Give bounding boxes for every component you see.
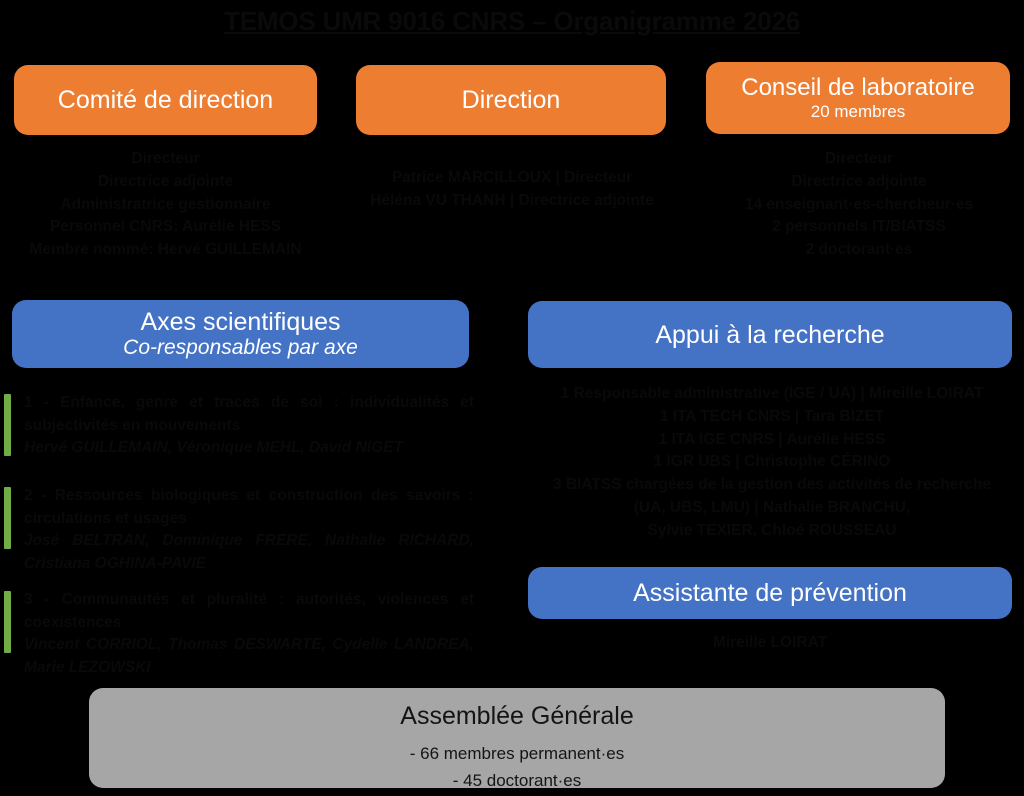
axis-3-accent-bar <box>4 591 11 653</box>
comite-de-direction-label: Comité de direction <box>57 86 274 114</box>
direction-label: Direction <box>461 86 561 114</box>
assistante-de-prevention-details: Mireille LOIRAT <box>528 632 1012 655</box>
comite-line-4: Membre nommé: Hervé GUILLEMAIN <box>29 241 302 259</box>
conseil-de-laboratoire-label: Conseil de laboratoire <box>741 74 975 102</box>
conseil-de-laboratoire-members: 20 membres <box>810 101 906 121</box>
appui-a-la-recherche-details: 1 Responsable administrative (IGE / UA) … <box>520 383 1024 542</box>
axes-scientifiques-label: Axes scientifiques <box>140 308 341 337</box>
page-title: TEMOS UMR 9016 CNRS – Organigramme 2026 <box>224 6 800 36</box>
comite-line-1: Directrice adjointe <box>97 172 234 190</box>
axis-3-names: Vincent CORRIOL, Thomas DESWARTE, Cydell… <box>24 636 474 676</box>
appui-line-3: 1 IGR UBS | Christophe CÉRINO <box>653 453 891 471</box>
comite-line-3: Personnel CNRS: Aurélie HESS <box>49 218 282 236</box>
direction-line-1: Héléna VU THANH | Directrice adjointe <box>370 191 654 209</box>
appui-line-2: 1 ITA IGE CNRS | Aurélie HESS <box>658 430 886 448</box>
axis-1-names: Hervé GUILLEMAIN, Véronique MEHL, David … <box>24 439 403 457</box>
axis-1-accent-bar <box>4 394 11 456</box>
axis-1-heading: 1 - Enfance, genre et traces de soi : in… <box>24 394 474 434</box>
assemblee-generale-label: Assemblée Générale <box>400 702 634 730</box>
assistante-de-prevention-label: Assistante de prévention <box>633 579 907 607</box>
comite-line-2: Administratrice gestionnaire <box>60 195 271 213</box>
appui-line-5: (UA, UBS, LMU) | Nathalie BRANCHU, <box>633 498 911 516</box>
axis-3-block: 3 - Communautés et pluralité : autorités… <box>24 589 474 680</box>
conseil-line-0: Directeur <box>824 150 894 167</box>
axis-2-accent-bar <box>4 487 11 549</box>
appui-line-6: Sylvie TEXIER, Chloé ROUSSEAU <box>647 521 897 539</box>
assistante-de-prevention-name: Mireille LOIRAT <box>712 634 828 651</box>
appui-line-4: 3 BIATSS chargées de la gestion des acti… <box>552 476 992 494</box>
conseil-de-laboratoire-details: Directeur Directrice adjointe 14 enseign… <box>694 148 1024 262</box>
comite-de-direction-box[interactable]: Comité de direction <box>14 65 317 135</box>
conseil-line-3: 2 personnels IT/BIATSS <box>772 218 946 236</box>
conseil-line-2: 14 enseignant·es-chercheur·es <box>744 195 974 213</box>
assistante-de-prevention-box[interactable]: Assistante de prévention <box>528 567 1012 619</box>
direction-line-0: Patrice MARCILLOUX | Directeur <box>391 169 633 186</box>
direction-details: Patrice MARCILLOUX | Directeur Héléna VU… <box>352 167 672 213</box>
direction-box[interactable]: Direction <box>356 65 666 135</box>
appui-line-0: 1 Responsable administrative (IGE / UA) … <box>560 385 984 402</box>
axis-2-block: 2 - Ressources biologiques et constructi… <box>24 485 474 576</box>
conseil-line-4: 2 doctorant·es <box>805 241 913 259</box>
conseil-de-laboratoire-box[interactable]: Conseil de laboratoire 20 membres <box>706 62 1010 134</box>
axes-scientifiques-subtitle: Co-responsables par axe <box>123 336 358 360</box>
appui-line-1: 1 ITA TECH CNRS | Tara BIZET <box>659 407 885 425</box>
assemblee-generale-box[interactable]: Assemblée Générale - 66 membres permanen… <box>89 688 945 790</box>
comite-de-direction-details: Directeur Directrice adjointe Administra… <box>0 148 331 262</box>
axis-3-heading: 3 - Communautés et pluralité : autorités… <box>24 591 474 631</box>
assemblee-generale-line-0: - 66 membres permanent·es <box>409 744 625 763</box>
axes-scientifiques-box[interactable]: Axes scientifiques Co-responsables par a… <box>12 300 469 368</box>
appui-a-la-recherche-box[interactable]: Appui à la recherche <box>528 301 1012 368</box>
assemblee-generale-line-1: - 45 doctorant·es <box>452 771 582 791</box>
comite-line-0: Directeur <box>131 150 200 167</box>
conseil-line-1: Directrice adjointe <box>791 172 927 190</box>
appui-a-la-recherche-label: Appui à la recherche <box>655 320 885 349</box>
axis-2-heading: 2 - Ressources biologiques et constructi… <box>24 487 474 527</box>
axis-1-block: 1 - Enfance, genre et traces de soi : in… <box>24 392 474 460</box>
axis-2-names: José BELTRAN, Dominique FRERE, Nathalie … <box>24 532 474 572</box>
